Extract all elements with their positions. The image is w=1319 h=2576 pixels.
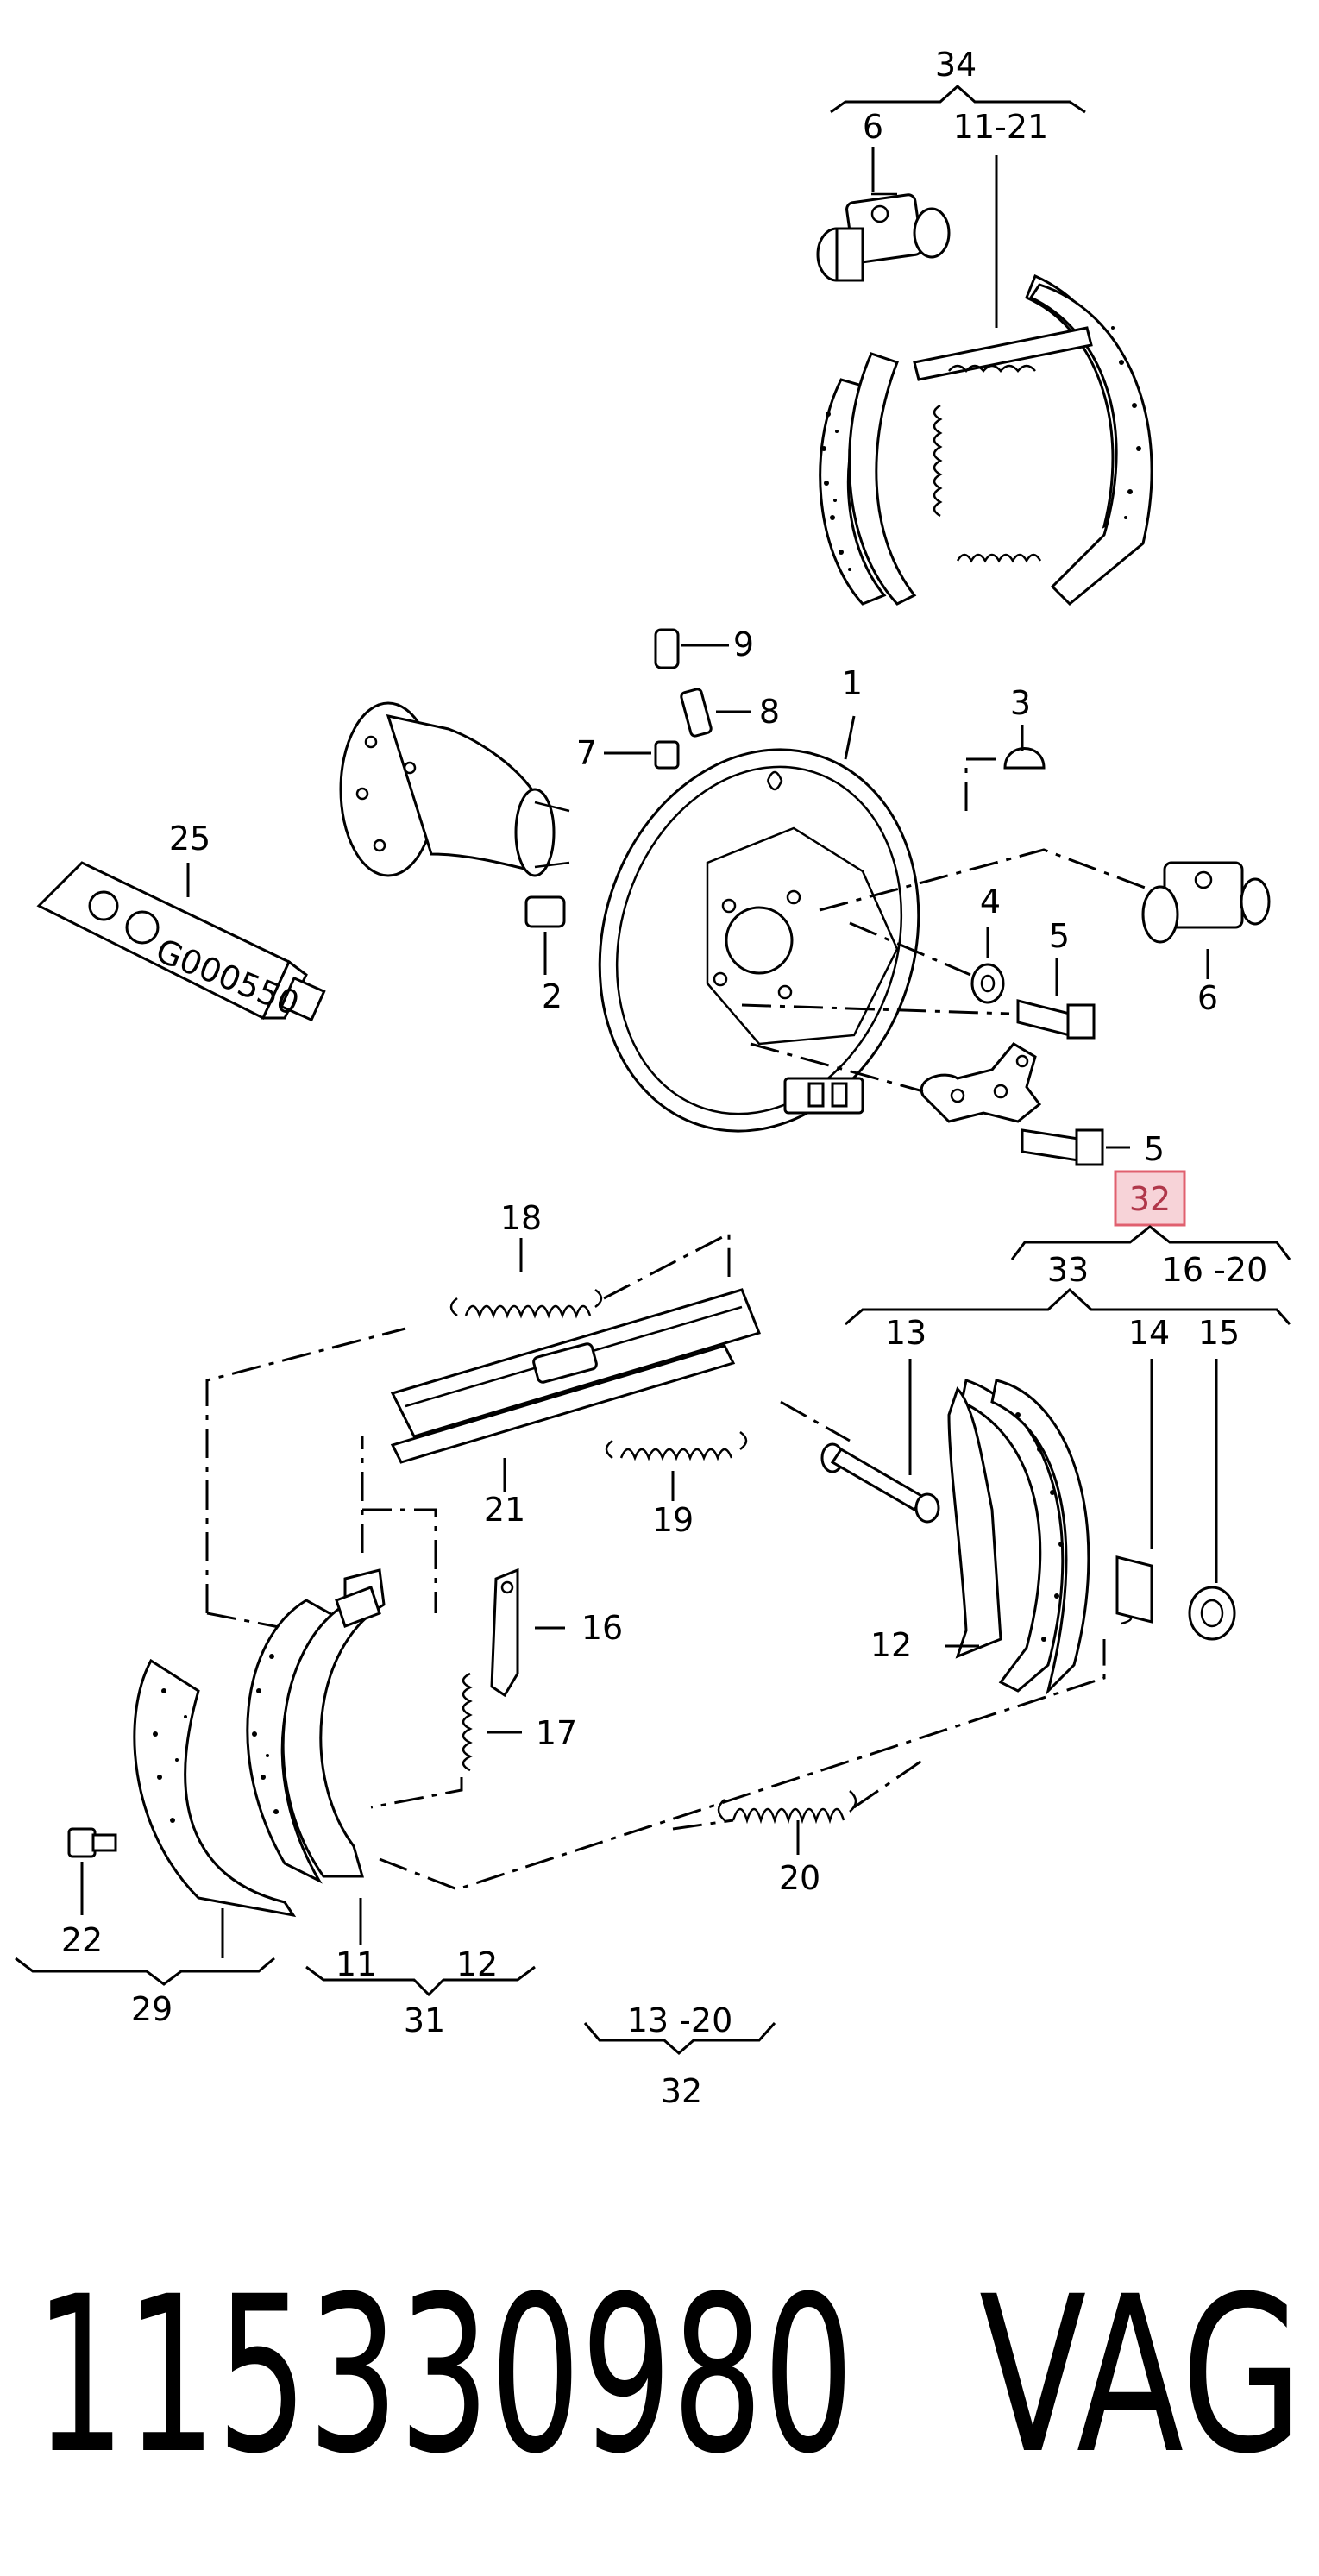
label-32-highlight: 32 (1129, 1180, 1171, 1218)
bolt-7 (604, 740, 680, 770)
label-6-right: 6 (1197, 979, 1218, 1017)
label-8: 8 (759, 693, 780, 731)
washer-4 (849, 921, 1005, 1004)
spring-20 (379, 1639, 1106, 1891)
label-5-upper: 5 (1049, 917, 1070, 955)
adjuster-strut-21 (390, 1288, 762, 1492)
group-34-bracket (830, 84, 1086, 114)
bracket-32-top (1010, 1225, 1291, 1260)
rivet-22 (67, 1827, 117, 1915)
label-13-20: 13 -20 (627, 2001, 733, 2039)
brackets-bottom (15, 1957, 776, 2056)
part-number: 115330980 (35, 2250, 854, 2501)
pin-13 (780, 1359, 940, 1524)
label-11-bottom: 11 (336, 1945, 377, 1983)
label-17: 17 (536, 1714, 577, 1752)
shoe-11 (246, 1568, 386, 1945)
label-16: 16 (581, 1609, 623, 1647)
label-4: 4 (980, 883, 1001, 920)
bolt-5-lower (1021, 1128, 1130, 1166)
shoe-12 (945, 1379, 1090, 1695)
wheel-cylinder-right (819, 848, 1271, 979)
lining-29 (133, 1658, 297, 1958)
label-12-bottom: 12 (456, 1945, 498, 1983)
label-13: 13 (885, 1314, 926, 1352)
label-22: 22 (61, 1921, 103, 1959)
brake-shoe-set-top (819, 155, 1153, 606)
label-2: 2 (542, 977, 562, 1015)
label-34: 34 (935, 46, 977, 84)
label-31: 31 (404, 2001, 445, 2039)
label-16-20: 16 -20 (1162, 1251, 1268, 1289)
label-21: 21 (484, 1491, 525, 1529)
label-18: 18 (500, 1199, 542, 1237)
bleed-screw-9 (654, 628, 729, 669)
wheel-hub (339, 701, 570, 877)
spring-17 (370, 1672, 522, 1809)
spring-18 (449, 1231, 731, 1319)
label-32-bottom: 32 (661, 2072, 702, 2110)
highlight-32-box (1114, 1170, 1186, 1227)
label-9: 9 (733, 625, 754, 663)
brand-name: VAG (979, 2250, 1303, 2501)
plug-3 (964, 725, 1046, 811)
label-11-21: 11-21 (953, 108, 1048, 146)
label-12-mid: 12 (870, 1626, 912, 1664)
cap-15 (1188, 1359, 1236, 1641)
bolt-5-upper (741, 958, 1096, 1040)
label-15: 15 (1198, 1314, 1240, 1352)
label-3: 3 (1010, 684, 1031, 722)
stud-2 (524, 895, 566, 975)
dash-connectors-left (205, 1327, 437, 1637)
retaining-plate (750, 1042, 1042, 1123)
label-14: 14 (1128, 1314, 1170, 1352)
label-29: 29 (131, 1990, 173, 2028)
label-1: 1 (842, 664, 863, 702)
backing-plate-1 (598, 715, 920, 1133)
label-5-lower: 5 (1144, 1130, 1165, 1168)
label-33: 33 (1047, 1251, 1089, 1289)
label-6-top: 6 (863, 108, 883, 146)
spring-19 (605, 1430, 748, 1501)
label-7: 7 (576, 734, 597, 772)
lever-16 (490, 1568, 565, 1698)
label-25: 25 (169, 820, 210, 858)
wheel-cylinder-top (816, 147, 951, 282)
bracket-33 (845, 1287, 1291, 1326)
spring-14 (1115, 1359, 1153, 1625)
label-19: 19 (652, 1501, 694, 1539)
connector-8 (680, 688, 751, 738)
label-20: 20 (779, 1859, 820, 1897)
grease-tube-25: G000550 (36, 861, 326, 1023)
